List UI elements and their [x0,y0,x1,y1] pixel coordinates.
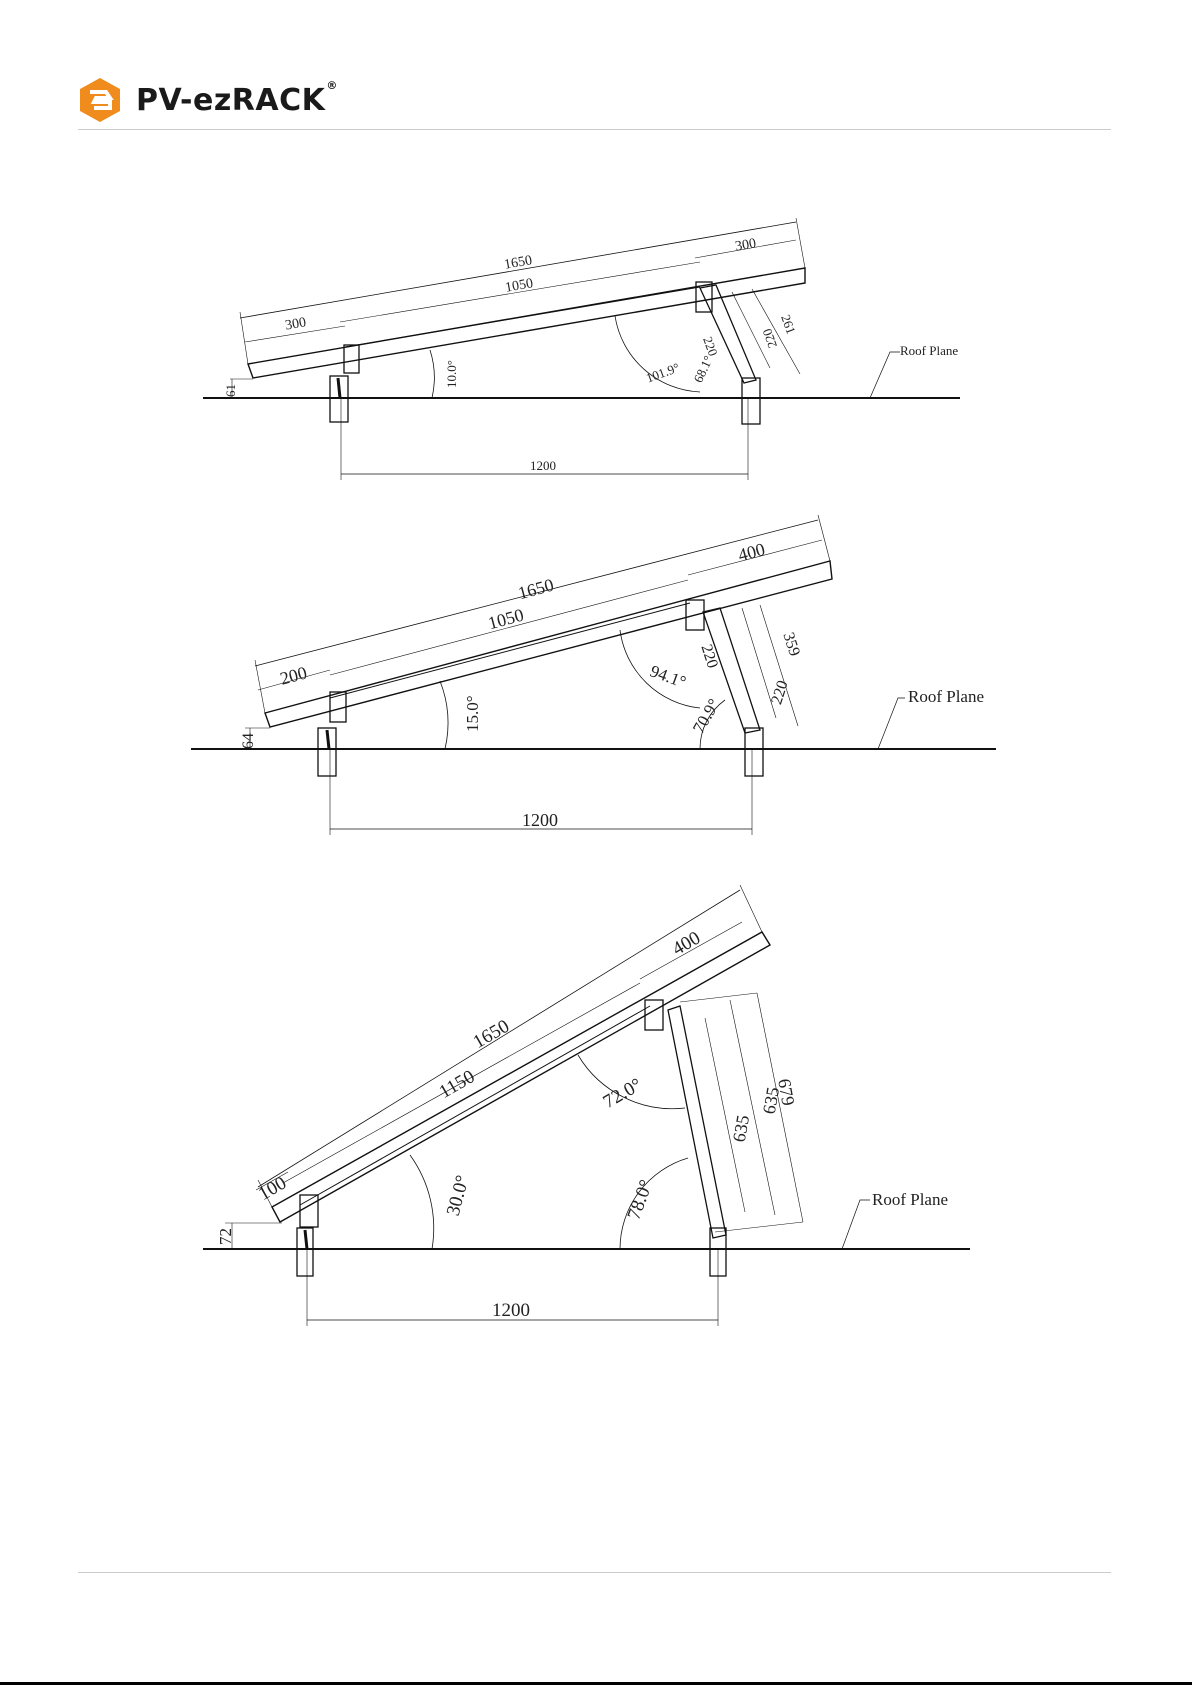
fig1-dim-leg-total: 261 [778,313,799,336]
fig2-dim-tilt: 15.0° [463,695,482,732]
fig3-dim-angle-a: 72.0° [600,1074,646,1113]
fig1-dim-leg-b: 220 [759,327,780,350]
fig2-dim-span: 1200 [522,810,558,830]
fig2-dim-leg-b: 220 [768,679,792,707]
fig2-dim-top-overhang: 400 [736,539,767,565]
fig2-roof-label: Roof Plane [908,687,984,706]
fig3-roof-label: Roof Plane [872,1190,948,1209]
fig1-dim-rail: 1050 [504,276,534,296]
fig1-dim-bottom-overhang: 300 [284,315,307,333]
fig2-dim-height: 64 [240,733,257,749]
fig3-dim-leg-a: 635 [729,1114,753,1144]
fig2-dim-leg-a: 220 [697,642,721,670]
fig3-dim-angle-b: 78.0° [624,1177,658,1223]
fig2-dim-angle-a: 94.1° [648,661,689,691]
fig2-dim-panel: 1650 [516,575,556,604]
fig1-dim-angle-b: 68.1° [690,353,715,385]
fig2-dim-angle-b: 70.9° [689,695,724,736]
fig3-dim-tilt: 30.0° [443,1173,474,1218]
fig3-dim-top-overhang: 400 [669,928,704,960]
fig1-dim-angle-a: 101.9° [644,360,682,386]
figure-15-degree [191,515,996,835]
fig1-dim-height: 61 [223,384,238,397]
figure-30-degree [203,885,970,1326]
fig3-dim-span: 1200 [492,1300,530,1321]
figure-10-degree [203,218,960,480]
footer-divider [78,1572,1111,1573]
fig1-dim-panel: 1650 [503,253,533,273]
fig1-dim-tilt: 10.0° [444,360,459,388]
fig3-dim-panel: 1650 [470,1016,513,1053]
fig2-dim-leg-total: 359 [779,630,803,658]
fig1-dim-span: 1200 [530,458,556,473]
fig2-dim-rail: 1050 [486,605,526,634]
fig1-dim-top-overhang: 300 [734,236,757,254]
fig3-dim-rail: 1150 [436,1066,479,1103]
fig3-dim-height: 72 [216,1228,235,1245]
fig2-dim-bottom-overhang: 200 [278,662,309,688]
fig1-roof-label: Roof Plane [900,343,958,358]
